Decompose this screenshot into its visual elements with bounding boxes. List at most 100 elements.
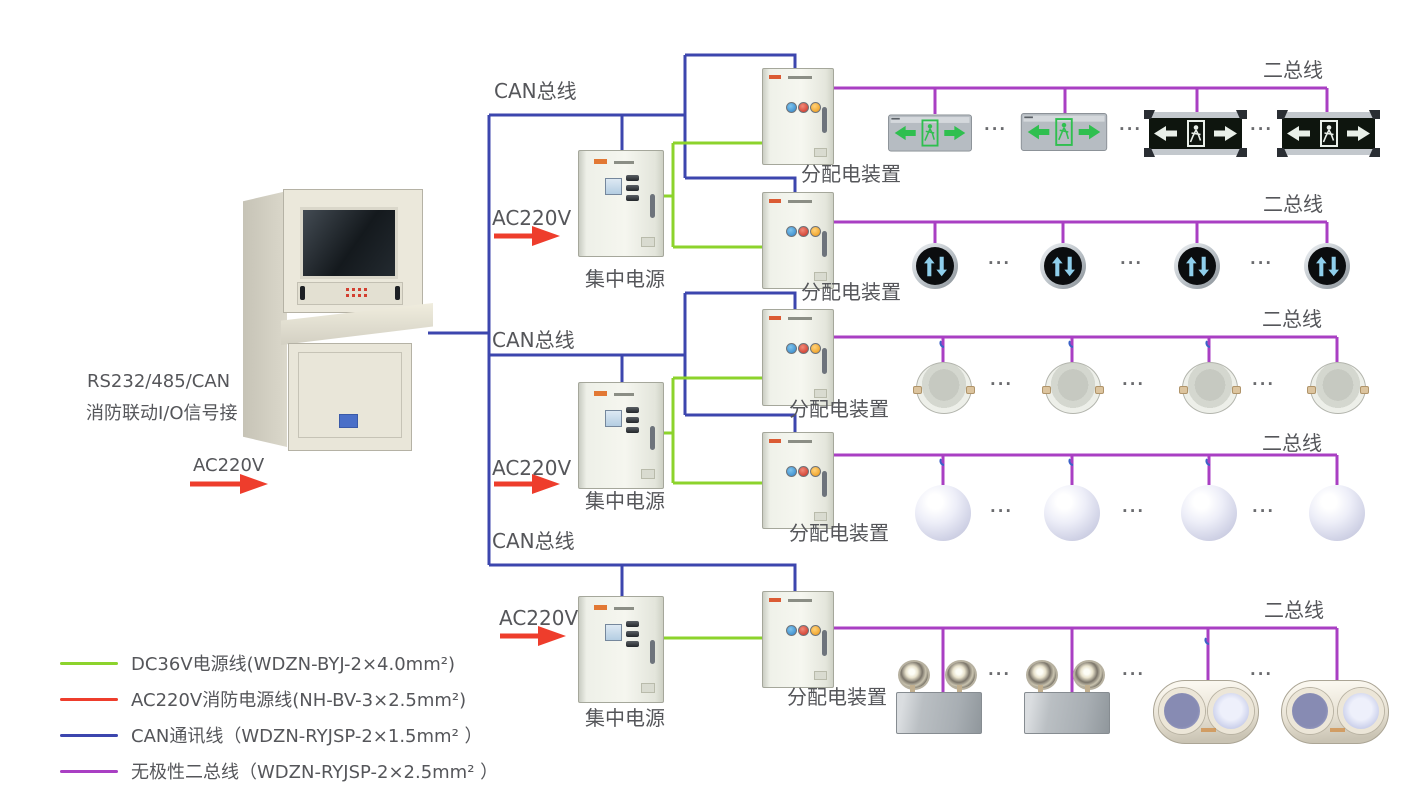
psu-display <box>605 410 622 427</box>
control-cabinet <box>243 183 435 453</box>
twin-light-body <box>896 692 982 734</box>
legend-item-ac220v: AC220V消防电源线(NH-BV-3×2.5mm²) <box>60 688 467 711</box>
brand-logo-icon <box>594 159 607 164</box>
sound-light-beacon-2 <box>1281 680 1389 744</box>
psu-switch <box>626 427 639 433</box>
ac220v-arrow-head <box>532 474 560 494</box>
legend-item-label: CAN通讯线（WDZN-RYJSP-2×1.5mm² ） <box>131 726 483 747</box>
cabinet-door <box>298 352 402 438</box>
psu-switch <box>626 641 639 647</box>
sound-light-beacon-1 <box>1153 680 1259 744</box>
indicator-button-orange <box>810 226 821 237</box>
cabinet-panel-buttons <box>346 288 349 291</box>
cabinet-lower-section <box>288 343 412 451</box>
dc36v-line <box>662 141 762 640</box>
direction-indicator-icon <box>1178 247 1216 285</box>
can-bus-label-3: CAN总线 <box>492 529 575 553</box>
dist-title-text <box>788 440 812 443</box>
cabinet-badge <box>339 414 358 428</box>
psu-title-text <box>614 393 634 396</box>
legend-item-two-bus: 无极性二总线（WDZN-RYJSP-2×2.5mm² ） <box>60 760 498 783</box>
lamp-stem <box>1085 685 1090 694</box>
distribution-box-4 <box>762 432 834 529</box>
two-bus-label-2: 二总线 <box>1263 192 1323 216</box>
lamp-stem <box>1038 685 1043 694</box>
psu-switch <box>626 195 639 201</box>
psu-title-text <box>614 607 634 610</box>
downlight-4 <box>1307 362 1369 414</box>
twin-light-body <box>1024 692 1110 734</box>
exit-sign-black-2 <box>1277 110 1380 157</box>
psu-label-plate <box>641 683 655 693</box>
distribution-label-4: 分配电装置 <box>789 521 889 545</box>
distribution-label-2: 分配电装置 <box>801 280 901 304</box>
ac220v-arrow-head <box>538 626 566 646</box>
row3-ellipsis: ··· <box>1252 375 1276 393</box>
distribution-box-3 <box>762 309 834 406</box>
row1-ellipsis: ··· <box>1119 120 1143 138</box>
indicator-button-blue <box>786 625 797 636</box>
exit-sign-icon <box>1277 110 1380 157</box>
cabinet-monitor-screen <box>300 207 398 279</box>
legend-item-label: DC36V电源线(WDZN-BYJ-2×4.0mm²) <box>131 654 455 675</box>
direction-indicator-icon <box>916 247 954 285</box>
beacon-lens-left <box>1287 688 1333 734</box>
lamp-stem <box>957 685 962 694</box>
row4-ellipsis: ··· <box>990 502 1014 520</box>
brand-logo-icon <box>769 598 781 602</box>
dist-door-handle <box>822 348 827 374</box>
exit-sign-icon <box>1144 110 1247 157</box>
downlight-1 <box>913 362 975 414</box>
legend-item-can: CAN通讯线（WDZN-RYJSP-2×1.5mm² ） <box>60 724 483 747</box>
row3-ellipsis: ··· <box>990 375 1014 393</box>
dist-label-plate <box>814 389 827 398</box>
twin-spot-light-1 <box>896 660 982 734</box>
legend-line-color <box>60 661 118 665</box>
distribution-box-5 <box>762 591 834 688</box>
ball-light-3 <box>1181 485 1237 541</box>
row2-ellipsis: ··· <box>1120 254 1144 272</box>
indicator-button-red <box>798 102 809 113</box>
ac220v-arrows <box>190 226 566 646</box>
indicator-button-red <box>798 343 809 354</box>
ac220v-label-2: AC220V <box>492 456 572 480</box>
ac220v-label-3: AC220V <box>499 606 579 630</box>
brand-logo-icon <box>769 439 781 443</box>
distribution-label-3: 分配电装置 <box>789 397 889 421</box>
two-bus-label-4: 二总线 <box>1262 431 1322 455</box>
brand-logo-icon <box>594 605 607 610</box>
direction-indicator-2 <box>1040 243 1086 289</box>
dist-door-handle <box>822 630 827 656</box>
brand-logo-icon <box>769 316 781 320</box>
ball-light-4 <box>1309 485 1365 541</box>
legend-line-swatch <box>60 769 118 773</box>
distribution-label-5: 分配电装置 <box>787 685 887 709</box>
legend-line-swatch <box>60 697 118 701</box>
two-bus-line <box>832 86 1339 692</box>
ac220v-arrow-head <box>240 474 268 494</box>
psu-title-text <box>614 161 634 164</box>
row2-ellipsis: ··· <box>988 254 1012 272</box>
central-psu-label-2: 集中电源 <box>585 489 665 513</box>
direction-indicator-icon <box>1308 247 1346 285</box>
distribution-label-1: 分配电装置 <box>801 162 901 186</box>
direction-indicator-3 <box>1174 243 1220 289</box>
lamp-stem <box>910 685 915 694</box>
controller-ac-power-label: AC220V <box>193 455 265 476</box>
dist-door-handle <box>822 471 827 497</box>
indicator-button-red <box>798 226 809 237</box>
indicator-button-red <box>798 466 809 477</box>
direction-indicator-4 <box>1304 243 1350 289</box>
legend-line-color <box>60 697 118 701</box>
psu-label-plate <box>641 237 655 247</box>
psu-switch <box>626 631 639 637</box>
dist-label-plate <box>814 671 827 680</box>
psu-switch <box>626 417 639 423</box>
row4-ellipsis: ··· <box>1122 502 1146 520</box>
central-power-supply-2 <box>578 382 664 489</box>
ac220v-arrow-line <box>190 233 540 639</box>
legend-item-label: AC220V消防电源线(NH-BV-3×2.5mm²) <box>131 690 467 711</box>
downlight-2 <box>1042 362 1104 414</box>
